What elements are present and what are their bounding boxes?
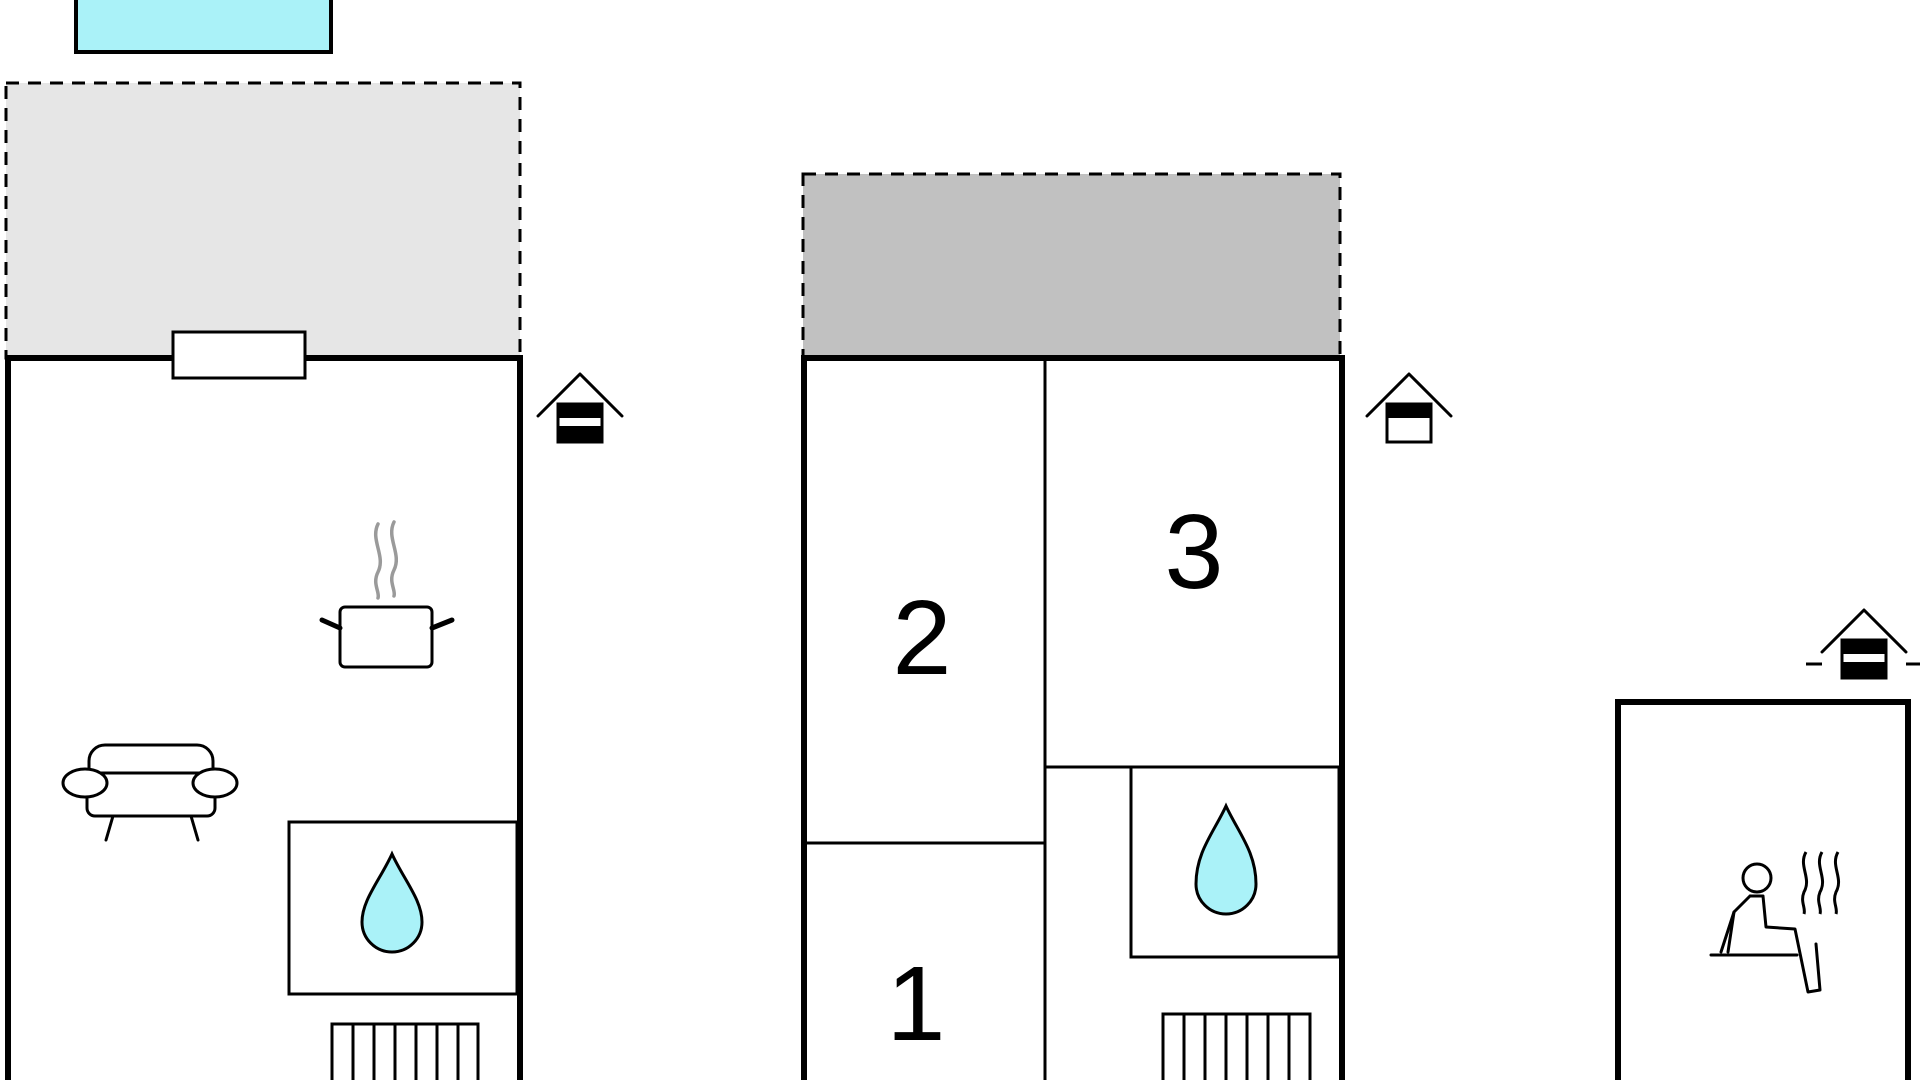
terrace-light [4, 81, 522, 360]
left-building [4, 0, 523, 1080]
entrance-house-icon [536, 372, 624, 444]
middle-building: 2 3 1 [801, 172, 1345, 1080]
water-drop-icon [1194, 802, 1258, 916]
sofa-icon [61, 743, 239, 842]
window-icon [171, 330, 307, 380]
radiator-icon [1161, 1012, 1312, 1080]
room-2-label: 2 [893, 579, 952, 697]
middle-building-walls [801, 355, 1345, 1080]
entrance-house-icon [1365, 372, 1453, 444]
sauna-icon [1709, 851, 1841, 994]
kitchen-pot-icon [319, 520, 455, 669]
sauna-building-walls [1615, 699, 1911, 1080]
sauna-building [1615, 699, 1911, 1080]
room-3-label: 3 [1165, 493, 1224, 611]
room-1-label: 1 [887, 945, 946, 1063]
left-building-walls [5, 355, 523, 1080]
water-drop-icon [360, 850, 424, 954]
terrace-dark [801, 172, 1342, 360]
radiator-icon [330, 1022, 480, 1080]
pool-icon [74, 0, 333, 54]
entrance-house-icon [1806, 608, 1920, 680]
bathroom-middle [1129, 765, 1341, 959]
